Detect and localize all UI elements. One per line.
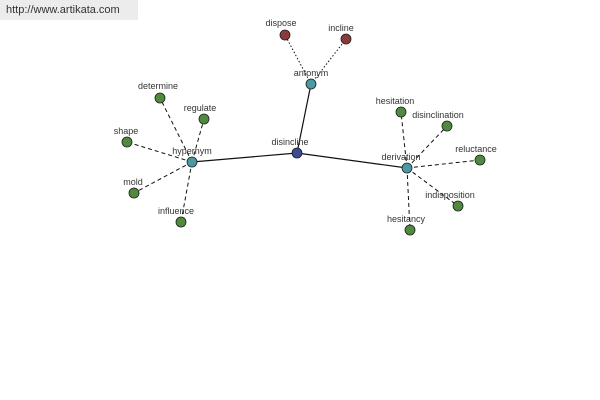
node-antonym[interactable] (305, 78, 317, 90)
label-dispose[interactable]: dispose (265, 18, 296, 28)
node-shape[interactable] (121, 136, 133, 148)
node-hypernym[interactable] (186, 156, 198, 168)
site-url-banner[interactable]: http://www.artikata.com (0, 0, 138, 20)
label-disinclination[interactable]: disinclination (412, 110, 464, 120)
nodes (121, 29, 486, 236)
label-determine[interactable]: determine (138, 81, 178, 91)
node-disinclination[interactable] (441, 120, 453, 132)
label-hesitation[interactable]: hesitation (376, 96, 415, 106)
edge-hypernym-determine (159, 97, 193, 163)
edge-hypernym-mold (133, 161, 193, 194)
label-antonym[interactable]: antonym (294, 68, 329, 78)
node-reluctance[interactable] (474, 154, 486, 166)
edge-derivation-disinclination (406, 125, 448, 169)
edge-center-antonym (296, 83, 312, 154)
label-incline[interactable]: incline (328, 23, 354, 33)
node-mold[interactable] (128, 187, 140, 199)
node-incline[interactable] (340, 33, 352, 45)
node-influence[interactable] (175, 216, 187, 228)
label-derivation[interactable]: derivation (381, 152, 420, 162)
edge-derivation-hesitation (400, 111, 408, 169)
node-determine[interactable] (154, 92, 166, 104)
edge-derivation-hesitancy (406, 167, 411, 231)
label-hesitancy[interactable]: hesitancy (387, 214, 426, 224)
node-dispose[interactable] (279, 29, 291, 41)
label-hypernym[interactable]: hypernym (172, 146, 212, 156)
node-derivation[interactable] (401, 162, 413, 174)
edge-hypernym-regulate (191, 118, 205, 163)
label-shape[interactable]: shape (114, 126, 139, 136)
edge-center-hypernym (191, 152, 298, 163)
edge-derivation-indisposition (406, 167, 459, 207)
edges (126, 34, 481, 231)
label-reluctance[interactable]: reluctance (455, 144, 497, 154)
labels: disincline hypernym antonym derivation d… (114, 18, 497, 224)
label-disincline[interactable]: disincline (271, 137, 308, 147)
edge-antonym-dispose (284, 34, 312, 85)
edge-antonym-incline (310, 38, 347, 85)
label-indisposition[interactable]: indisposition (425, 190, 475, 200)
edge-hypernym-influence (180, 161, 193, 223)
node-disincline[interactable] (291, 147, 303, 159)
node-regulate[interactable] (198, 113, 210, 125)
label-influence[interactable]: influence (158, 206, 194, 216)
edge-center-derivation (296, 152, 408, 169)
node-indisposition[interactable] (452, 200, 464, 212)
node-hesitation[interactable] (395, 106, 407, 118)
node-hesitancy[interactable] (404, 224, 416, 236)
label-mold[interactable]: mold (123, 177, 143, 187)
edge-hypernym-shape (126, 141, 193, 163)
label-regulate[interactable]: regulate (184, 103, 217, 113)
edge-derivation-reluctance (406, 159, 481, 169)
